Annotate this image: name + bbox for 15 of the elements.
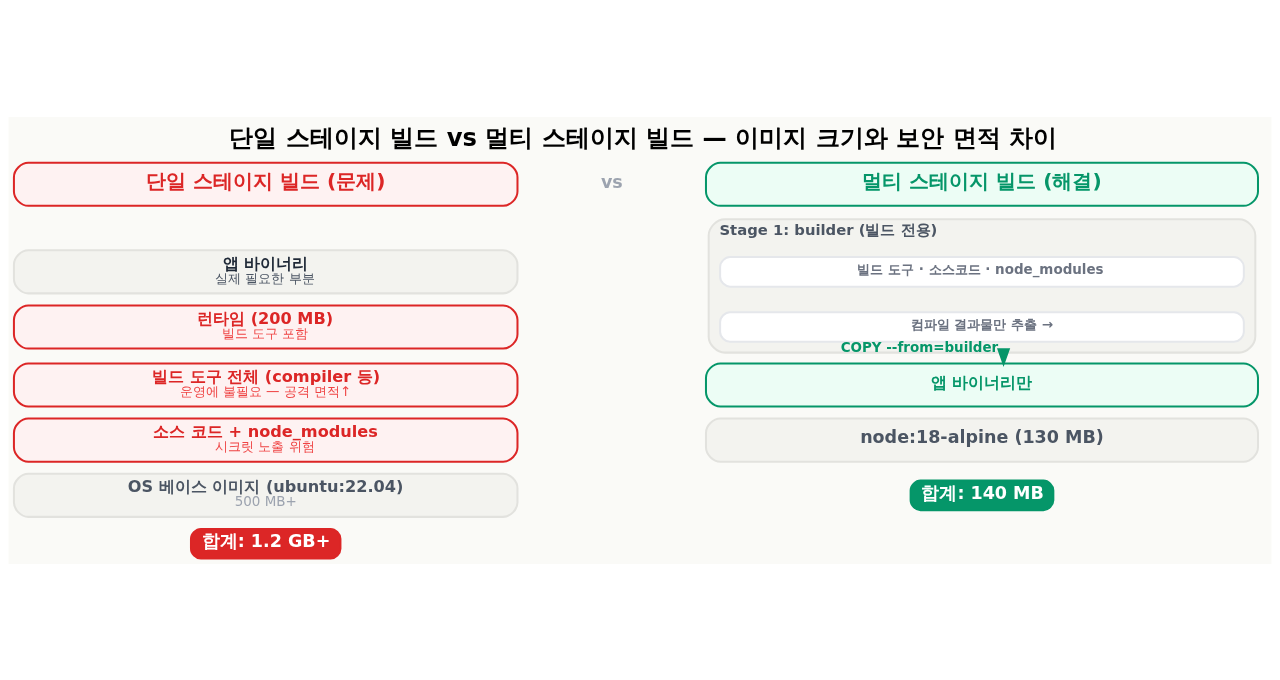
node-box: 단일 스테이지 빌드 (문제) [12, 161, 519, 207]
node-box: 런타임 (200 MB) 빌드 도구 포함 [12, 304, 519, 350]
node-box: 합계: 140 MB [909, 479, 1055, 511]
node-box: 빌드 도구 · 소스코드 · node_modules [719, 255, 1245, 288]
node-box: node:18-alpine (130 MB) [704, 417, 1259, 463]
node-box: 앱 바이너리만 [704, 361, 1259, 407]
node-box: 소스 코드 + node_modules 시크릿 노출 위험 [12, 417, 519, 463]
node-box: OS 베이스 이미지 (ubuntu:22.04) 500 MB+ [12, 472, 519, 518]
node-box: 합계: 1.2 GB+ [189, 527, 342, 560]
arrow [997, 347, 1011, 367]
diagram-title: 단일 스테이지 빌드 vs 멀티 스테이지 빌드 — 이미지 크기와 보안 면적 차이 [229, 123, 1057, 152]
node-box: 빌드 도구 전체 (compiler 등) 운영에 불필요 — 공격 면적↑ [12, 361, 519, 407]
node-box: 멀티 스테이지 빌드 (해결) [704, 161, 1259, 207]
label: vs [600, 171, 623, 192]
node-box: 앱 바이너리 실제 필요한 부분 [12, 248, 519, 294]
